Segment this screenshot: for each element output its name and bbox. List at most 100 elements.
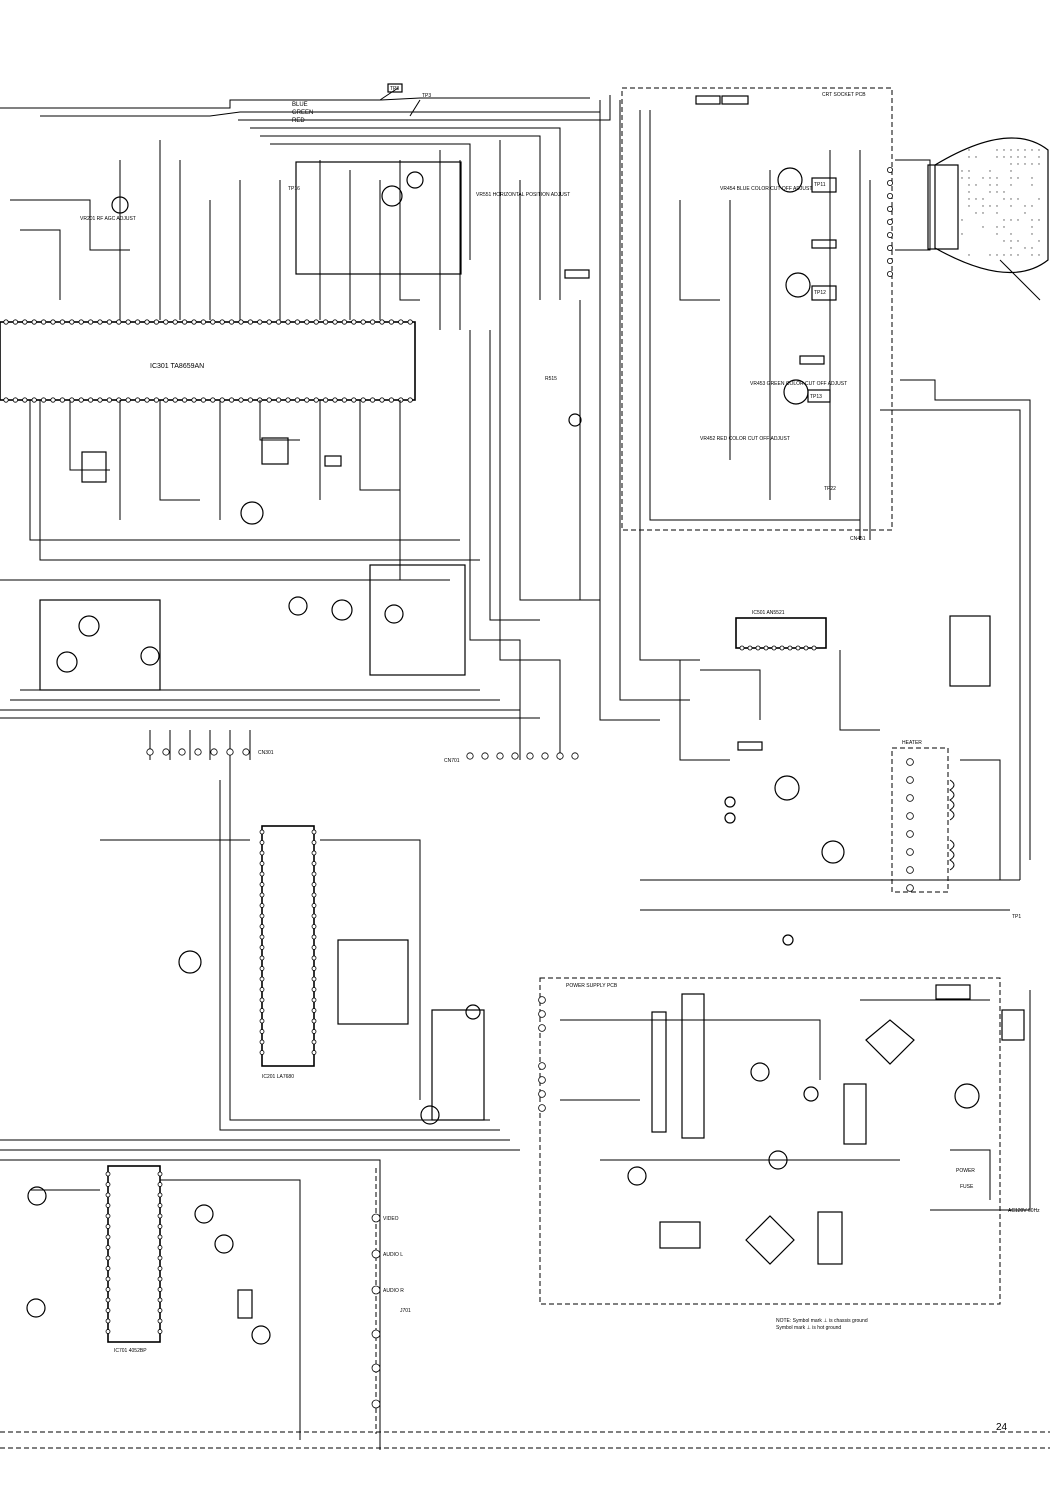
ic-pin [106,1204,110,1208]
green-cutoff-label: VR453 GREEN COLOR CUT OFF ADJUST [750,381,847,387]
ic-pin [333,320,337,324]
crt-screen-texture [968,149,969,150]
ic-pin [314,398,318,402]
ic-pin [158,1225,162,1229]
ic301-label: IC301 TA8659AN [150,363,204,370]
ic-pin [312,967,316,971]
connector-pin [887,232,892,237]
ic-pin [23,320,27,324]
ic201-label: IC201 LA7680 [262,1074,294,1080]
ic-pin [312,893,316,897]
crt-screen-texture [1010,233,1011,234]
fuse-label: FUSE [960,1184,974,1190]
ic701-chip: IC701 4052BP [0,1160,380,1450]
crt-screen-texture [961,233,962,234]
jack-audio-r-label: AUDIO R [383,1288,404,1294]
ic-pin [158,1267,162,1271]
ic-pin [51,398,55,402]
wire-connector-cn451: CN451 [850,536,866,542]
ic-pin [79,398,83,402]
crt-screen-texture [1003,198,1004,199]
ic-pin [70,320,74,324]
crt-screen-texture [1031,205,1032,206]
ic-pin [154,320,158,324]
crt-screen-texture [1003,226,1004,227]
ic-pin [312,998,316,1002]
ic-pin [23,398,27,402]
ic-pin [182,320,186,324]
ic-pin [312,1019,316,1023]
ic-pin [323,320,327,324]
crt-screen-texture [1010,163,1011,164]
jack-terminal [372,1250,380,1258]
crt-screen-texture [989,170,990,171]
test-point-tp22: TP22 [824,486,836,492]
ic-pin [260,998,264,1002]
ic-pin [106,1267,110,1271]
crt-screen-texture [1024,149,1025,150]
crt-screen-texture [1003,156,1004,157]
connector-pin [539,1077,546,1084]
ic-pin [312,956,316,960]
crt-screen-texture [989,177,990,178]
crt-screen-texture [1010,170,1011,171]
ic-pin [380,320,384,324]
ic-pin [312,830,316,834]
crt-screen-texture [1031,226,1032,227]
crt-screen-texture [1010,247,1011,248]
ic-pin [286,320,290,324]
crt-screen-texture [1038,254,1039,255]
ic-pin [41,320,45,324]
ic-pin [145,398,149,402]
ic-pin [312,1030,316,1034]
connector-pin [887,258,892,263]
ic-pin [314,320,318,324]
connector-pin [907,813,914,820]
crt-screen-texture [968,191,969,192]
power-switch-label: POWER [956,1168,975,1174]
crt-screen-texture [1038,198,1039,199]
connector-pin [887,167,892,172]
connector-pin [195,749,201,755]
connector-pin [163,749,169,755]
crt-screen-texture [1017,198,1018,199]
ic-pin [260,1009,264,1013]
crt-screen-texture [968,254,969,255]
crt-screen-texture [1010,184,1011,185]
connector-pin [512,753,518,759]
ic-pin [260,935,264,939]
ic-pin [164,398,168,402]
ic-pin [135,398,139,402]
ic-pin [260,851,264,855]
ic301-chip: IC301 TA8659AN [0,320,415,402]
ic-pin [51,320,55,324]
crt-screen-texture [1031,219,1032,220]
crt-screen-texture [1031,149,1032,150]
ic-pin [158,1288,162,1292]
ic-pin [158,1214,162,1218]
crt-screen-texture [1017,219,1018,220]
jack-video-label: VIDEO [383,1216,399,1222]
ic-pin [267,398,271,402]
crt-screen-texture [989,254,990,255]
ic-pin [158,1235,162,1239]
flyback-transformer: TP1 [640,748,1021,945]
heater-label: HEATER [902,740,922,746]
ic-pin [88,398,92,402]
ic-pin [220,398,224,402]
crt-screen-texture [1010,205,1011,206]
crt-screen-texture [975,198,976,199]
crt-screen-texture [996,233,997,234]
crt-screen-texture [996,149,997,150]
ic-pin [305,320,309,324]
crt-screen-texture [996,177,997,178]
ic-pin [60,320,64,324]
crt-screen-texture [1024,212,1025,213]
ic-pin [260,956,264,960]
ic-pin [192,320,196,324]
crt-screen-texture [1017,149,1018,150]
connector-pin [907,885,914,892]
crt-screen-texture [1038,240,1039,241]
test-point-tp16: TP16 [288,186,300,192]
svg-text:R515: R515 [545,376,557,382]
